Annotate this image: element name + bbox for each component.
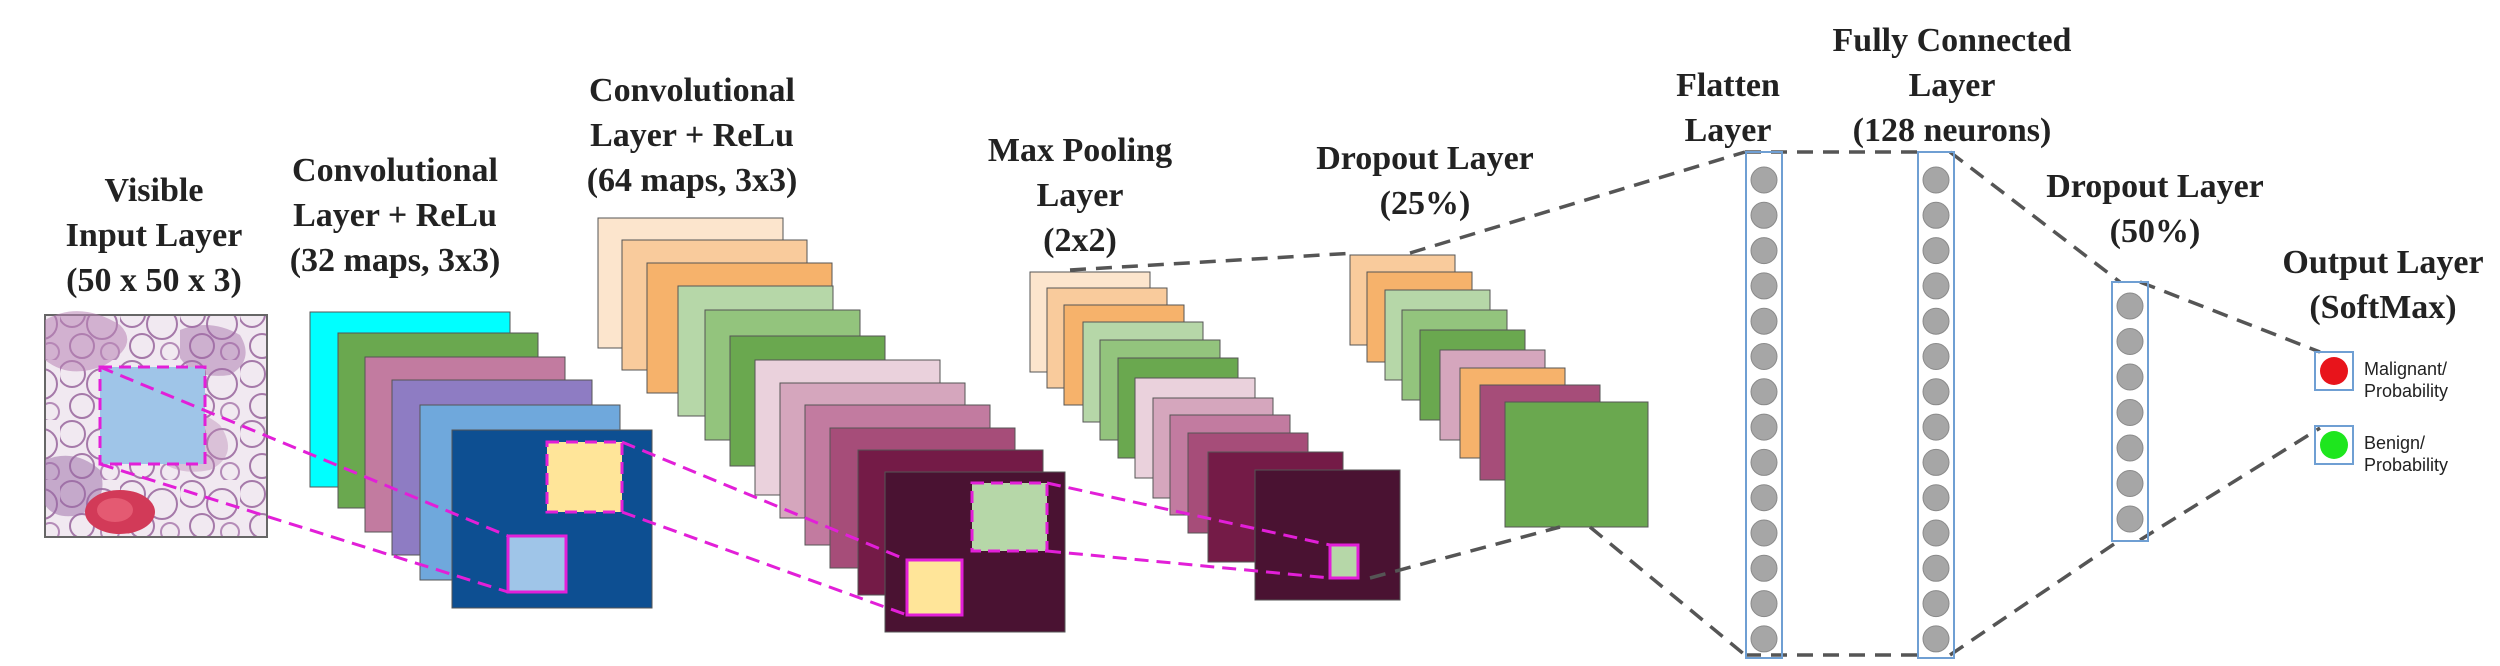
kernel-projection-lines <box>99 365 1331 617</box>
malignant-label-line2: Probability <box>2364 381 2449 401</box>
output-label-line1: Output Layer <box>2282 244 2484 281</box>
dropout1-label-line1: Dropout Layer <box>1316 140 1534 177</box>
neuron <box>1922 554 1950 582</box>
dropout1-feature-maps <box>1349 254 1649 528</box>
input-layer-label: Visible Input Layer (50 x 50 x 3) <box>66 168 243 303</box>
neuron <box>1750 519 1778 547</box>
neuron <box>1922 166 1950 194</box>
dropout2-label-line1: Dropout Layer <box>2046 168 2264 205</box>
conv1-label-line2: Layer + ReLu <box>293 197 497 234</box>
neuron <box>1922 519 1950 547</box>
neuron <box>1750 307 1778 335</box>
benign-output-label: Benign/ Probability <box>2364 432 2448 476</box>
output-layer-label: Output Layer (SoftMax) <box>2282 240 2483 330</box>
flatten-neuron-column <box>1745 151 1783 659</box>
benign-label-line1: Benign/ <box>2364 433 2426 453</box>
fc-label-line1: Fully Connected <box>1832 22 2072 59</box>
maxpool-label-line2: Layer <box>1036 177 1124 214</box>
input-label-line3: (50 x 50 x 3) <box>66 262 242 299</box>
neuron <box>2116 470 2144 497</box>
flatten-label-line1: Flatten <box>1676 67 1780 104</box>
conv2-label-line2: Layer + ReLu <box>590 117 794 154</box>
maxpool-layer-label: Max Pooling Layer (2x2) <box>988 128 1172 263</box>
neuron <box>1750 201 1778 229</box>
maxpool-label-line1: Max Pooling <box>987 132 1173 169</box>
neuron <box>1922 625 1950 653</box>
neuron <box>1922 448 1950 476</box>
input-label-line2: Input Layer <box>65 217 243 254</box>
benign-output-node <box>2320 431 2348 459</box>
flatten-column-box <box>1745 151 1783 659</box>
fc-column-box <box>1917 151 1955 659</box>
neuron <box>1922 590 1950 618</box>
flatten-layer-label: Flatten Layer <box>1676 63 1780 153</box>
neuron <box>1922 378 1950 406</box>
neuron <box>1922 484 1950 512</box>
conv2-label-line3: (64 maps, 3x3) <box>586 162 798 199</box>
neuron <box>1750 484 1778 512</box>
input-image <box>44 311 268 538</box>
dropout2-column-box <box>2111 281 2149 542</box>
neuron <box>1922 307 1950 335</box>
conv1-layer-label: Convolutional Layer + ReLu (32 maps, 3x3… <box>290 148 501 283</box>
neuron <box>1922 272 1950 300</box>
neuron <box>2116 434 2144 462</box>
neuron <box>2116 399 2144 426</box>
malignant-output-label: Malignant/ Probability <box>2364 358 2448 402</box>
neuron <box>1750 554 1778 582</box>
output-nodes <box>2314 351 2354 465</box>
fc-label-line2: Layer <box>1908 67 1996 104</box>
neuron <box>1750 590 1778 618</box>
input-label-line1: Visible <box>104 172 204 209</box>
neuron <box>1750 272 1778 300</box>
dropout1-layer-label: Dropout Layer (25%) <box>1316 136 1534 226</box>
dropout1-label-line2: (25%) <box>1379 185 1471 222</box>
neuron <box>1922 343 1950 370</box>
neuron <box>1750 378 1778 406</box>
benign-label-line2: Probability <box>2364 455 2449 475</box>
conv1-label-line3: (32 maps, 3x3) <box>289 242 501 279</box>
conv2-label-line1: Convolutional <box>589 72 795 109</box>
neuron <box>1922 413 1950 441</box>
output-label-line2: (SoftMax) <box>2309 289 2457 326</box>
neuron <box>2116 328 2144 355</box>
neuron <box>1750 625 1778 653</box>
conv2-feature-maps <box>597 217 1066 633</box>
neuron <box>1750 237 1778 265</box>
neuron <box>1750 166 1778 194</box>
neuron <box>2116 292 2144 320</box>
maxpool-feature-maps <box>1029 271 1401 601</box>
conv1-label-line1: Convolutional <box>292 152 498 189</box>
neuron <box>1750 448 1778 476</box>
conv1-feature-maps <box>309 311 653 609</box>
conv2-layer-label: Convolutional Layer + ReLu (64 maps, 3x3… <box>587 68 798 203</box>
malignant-output-node <box>2320 357 2348 385</box>
dropout2-layer-label: Dropout Layer (50%) <box>2046 164 2264 254</box>
neuron <box>2116 363 2144 391</box>
maxpool-label-line3: (2x2) <box>1043 222 1117 259</box>
dropout2-label-line2: (50%) <box>2109 213 2201 250</box>
neuron <box>1922 237 1950 265</box>
malignant-label-line1: Malignant/ <box>2364 359 2448 379</box>
fc-label-line3: (128 neurons) <box>1852 112 2052 149</box>
neuron <box>1750 413 1778 441</box>
neuron <box>2116 505 2144 533</box>
neuron <box>1922 201 1950 229</box>
neuron <box>1750 343 1778 370</box>
fc-layer-label: Fully Connected Layer (128 neurons) <box>1833 18 2072 153</box>
flatten-label-line2: Layer <box>1684 112 1772 149</box>
fc-neuron-column <box>1917 151 1955 659</box>
dropout2-neuron-column <box>2111 281 2149 542</box>
